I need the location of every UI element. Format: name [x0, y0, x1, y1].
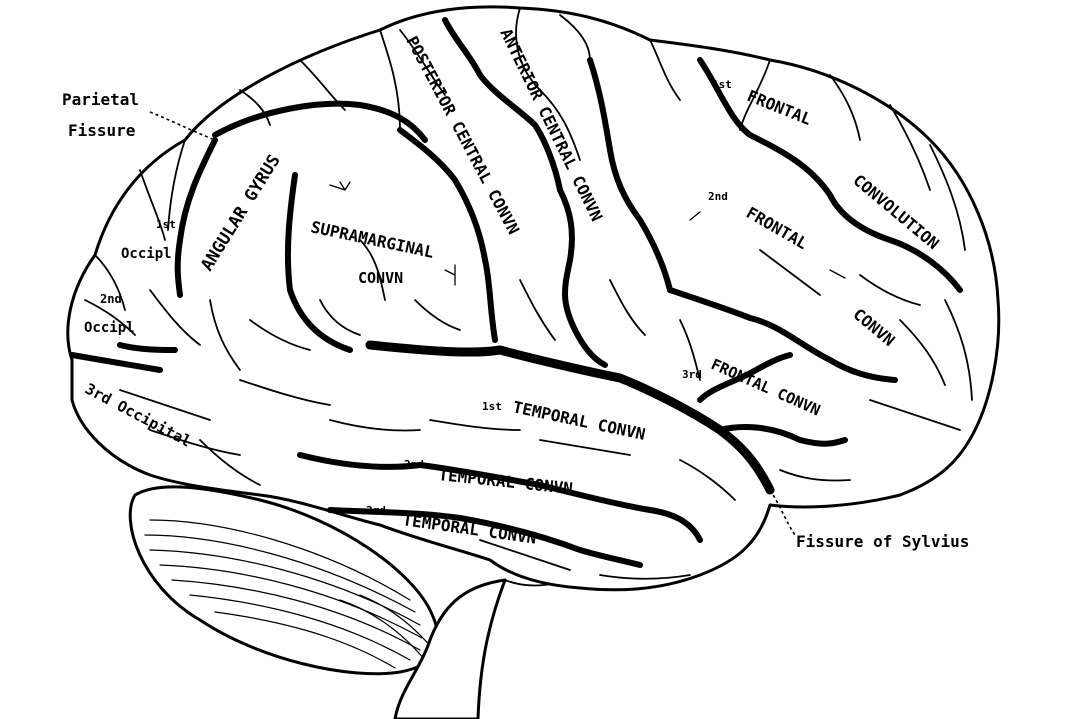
- parietal-fissure-label-2: Fissure: [68, 121, 135, 140]
- cerebellum: [128, 485, 440, 676]
- second-temporal-num: 2nd: [404, 458, 424, 471]
- cerebrum-outline: [66, 5, 1001, 592]
- second-occipital-num: 2nd: [100, 292, 122, 306]
- gyri-detail: [84, 7, 973, 580]
- parietal-fissure-label-1: Parietal: [62, 90, 139, 109]
- supramarginal-conv-label: CONVN: [358, 269, 403, 287]
- third-temporal-num: 3rd: [366, 504, 386, 517]
- fissures: [69, 17, 963, 568]
- brain-stem: [393, 574, 576, 719]
- first-occipital-label: Occipl: [121, 246, 172, 262]
- second-occipital-label: Occipl: [84, 320, 135, 336]
- fissure-of-sylvius-label: Fissure of Sylvius: [796, 532, 969, 551]
- third-frontal-num: 3rd: [682, 368, 702, 381]
- first-frontal-num: 1st: [712, 78, 732, 91]
- first-temporal-num: 1st: [482, 400, 502, 413]
- first-occipital-num: 1st: [156, 218, 176, 231]
- parietal-fissure-leader: [149, 111, 216, 141]
- sylvius-leader: [769, 489, 796, 536]
- second-frontal-num: 2nd: [708, 190, 728, 203]
- leader-lines: [149, 111, 796, 536]
